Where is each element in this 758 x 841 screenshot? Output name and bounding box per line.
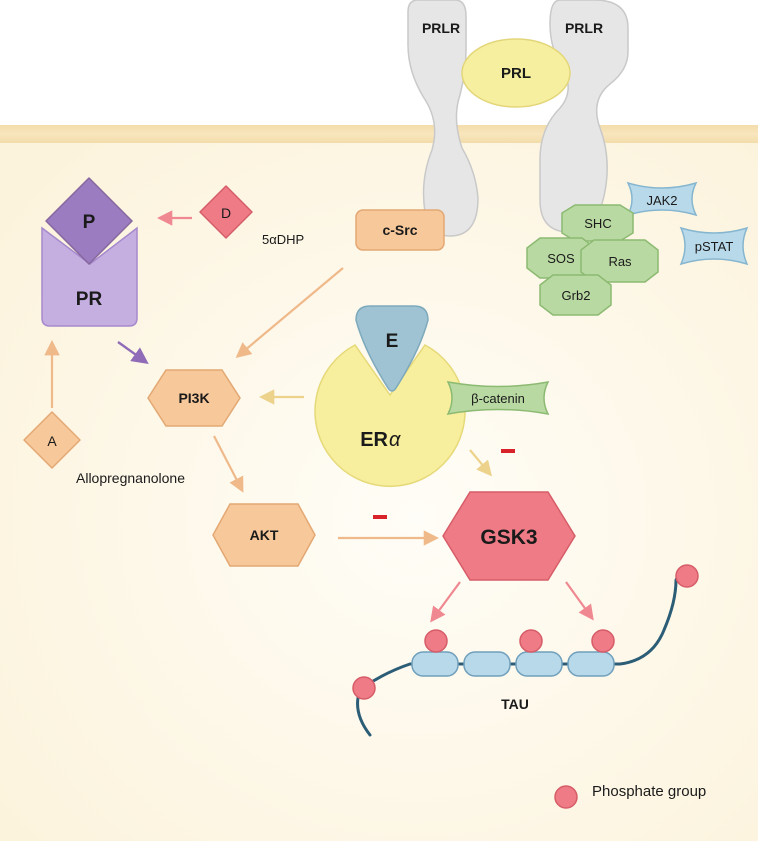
inhibition-mark-era: [501, 449, 515, 453]
pstat-node: pSTAT: [679, 226, 749, 266]
tau-bead: [567, 651, 615, 677]
tau-beads: [411, 651, 615, 677]
p-label: P: [83, 212, 96, 233]
prl-label: PRL: [501, 65, 531, 82]
phosphate-group: [352, 676, 376, 700]
sos-label: SOS: [547, 251, 575, 266]
inhibition-mark-akt: [373, 515, 387, 519]
pr-receptor: [41, 226, 138, 327]
csrc-label: c-Src: [382, 222, 417, 238]
akt-node: AKT: [212, 503, 316, 567]
pi3k-label: PI3K: [178, 390, 209, 406]
d-label: D: [221, 205, 231, 221]
tau-bead: [463, 651, 511, 677]
dhp-label: 5αDHP: [262, 232, 304, 247]
era-label-prefix: ER: [360, 429, 388, 451]
allopregnanolone-node: [23, 411, 81, 469]
grb2-node: Grb2: [539, 274, 612, 316]
prl-ligand: [461, 38, 571, 108]
d-5adhp-node: [199, 185, 253, 239]
arrow-pr-to-pi3k: [117, 341, 149, 364]
tau-bead: [515, 651, 563, 677]
arrow-gsk3-to-tau-left: [430, 581, 461, 623]
legend-phosphate-label: Phosphate group: [592, 783, 706, 800]
prlr-right-label: PRLR: [565, 20, 603, 36]
tau-label: TAU: [501, 696, 529, 712]
prlr-left-label: PRLR: [422, 20, 460, 36]
gsk3-node: GSK3: [442, 491, 576, 581]
phosphate-group: [424, 629, 448, 653]
tau-bead: [411, 651, 459, 677]
akt-label: AKT: [250, 527, 279, 543]
pstat-label: pSTAT: [695, 239, 734, 254]
grb2-label: Grb2: [562, 288, 591, 303]
shc-label: SHC: [584, 216, 611, 231]
progesterone-p: [45, 177, 133, 265]
arrow-gsk3-to-tau-right: [565, 581, 594, 621]
era-receptor: [314, 344, 466, 488]
shc-node: SHC: [561, 204, 634, 242]
jak2-node: JAK2: [626, 181, 698, 217]
estrogen-e: [355, 305, 429, 392]
arrow-era-to-gsk3: [469, 449, 492, 477]
ras-label: Ras: [608, 254, 632, 269]
beta-catenin-label: β-catenin: [471, 391, 525, 406]
era-label-alpha: α: [389, 429, 401, 451]
cell-membrane: [0, 125, 758, 143]
arrow-csrc-to-pi3k: [235, 267, 344, 358]
csrc-node: c-Src: [355, 209, 445, 251]
legend-phosphate-icon: [554, 785, 578, 809]
pr-label: PR: [76, 289, 103, 310]
phosphate-group: [675, 564, 699, 588]
jak2-label: JAK2: [646, 193, 677, 208]
gsk3-label: GSK3: [480, 526, 537, 549]
a-label: A: [47, 433, 57, 449]
phosphate-group: [591, 629, 615, 653]
beta-catenin-node: β-catenin: [446, 380, 550, 416]
phosphate-group: [519, 629, 543, 653]
pi3k-node: PI3K: [147, 369, 241, 427]
e-label: E: [386, 331, 399, 352]
allopregnanolone-label: Allopregnanolone: [76, 470, 185, 486]
arrow-pi3k-to-akt: [213, 435, 244, 493]
